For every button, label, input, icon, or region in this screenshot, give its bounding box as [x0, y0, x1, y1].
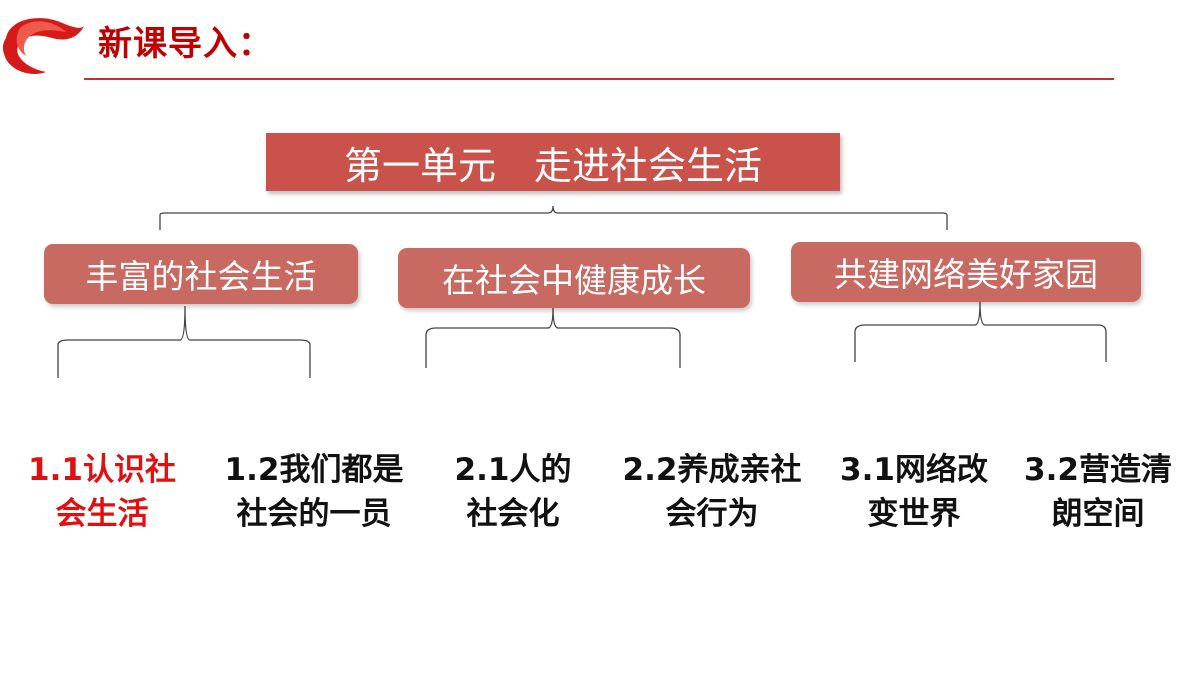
lesson-1-2: 1.2我们都是 社会的一员 — [214, 448, 414, 536]
unit-title-box: 第一单元 走进社会生活 — [266, 133, 840, 191]
topic1-brace — [57, 305, 311, 378]
lesson-line: 1.2我们都是 — [224, 452, 404, 488]
lesson-1-1: 1.1认识社 会生活 — [18, 448, 186, 536]
lesson-3-2: 3.2营造清 朗空间 — [1014, 448, 1182, 536]
unit-brace — [159, 205, 948, 230]
topic2-brace — [425, 307, 681, 368]
lesson-3-1: 3.1网络改 变世界 — [830, 448, 998, 536]
header-divider — [84, 78, 1114, 80]
lesson-2-2: 2.2养成亲社 会行为 — [612, 448, 812, 536]
topic-box-2: 在社会中健康成长 — [398, 248, 750, 308]
page-title: 新课导入： — [98, 24, 273, 64]
lesson-line: 社会的一员 — [236, 496, 392, 532]
lesson-line: 会行为 — [665, 496, 759, 532]
topic3-brace — [854, 301, 1107, 362]
lesson-line: 变世界 — [867, 496, 961, 532]
topic-box-3: 共建网络美好家园 — [791, 242, 1141, 302]
lesson-line: 2.2养成亲社 — [622, 452, 802, 488]
lesson-line: 朗空间 — [1051, 496, 1145, 532]
lesson-line: 社会化 — [466, 496, 560, 532]
lesson-line: 3.1网络改 — [840, 452, 988, 488]
ribbon-logo-icon — [2, 18, 84, 74]
lesson-2-1: 2.1人的 社会化 — [440, 448, 586, 536]
lesson-line: 会生活 — [55, 496, 149, 532]
lesson-line: 1.1认识社 — [28, 452, 176, 488]
lesson-line: 2.1人的 — [454, 452, 572, 488]
lesson-line: 3.2营造清 — [1024, 452, 1172, 488]
topic-box-1: 丰富的社会生活 — [44, 244, 358, 304]
